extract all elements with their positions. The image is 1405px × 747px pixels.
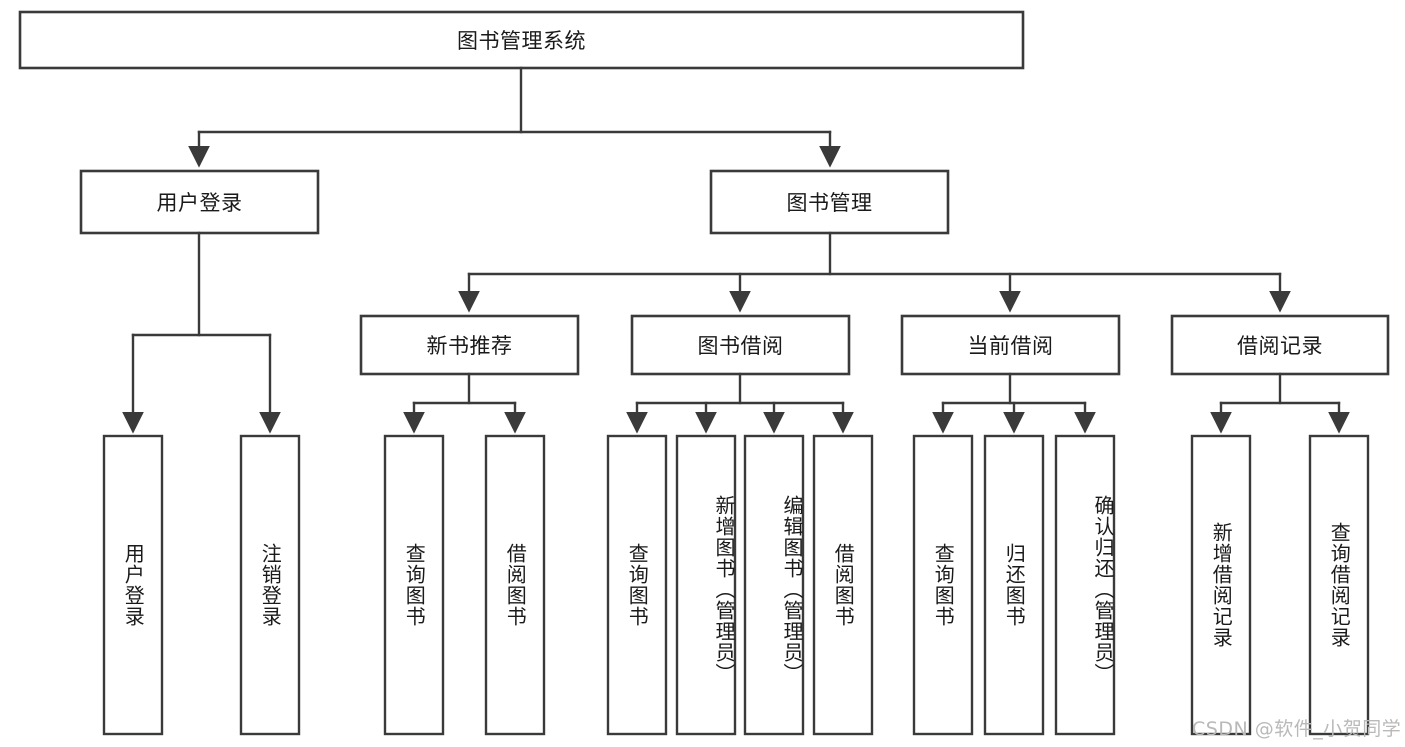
node-box-book-borrow[interactable]: [630, 314, 851, 376]
node-box-leaf-add-borrow-record[interactable]: [1190, 434, 1252, 736]
node-box-leaf-query-book-rec[interactable]: [383, 434, 445, 736]
node-box-leaf-user-logout[interactable]: [239, 434, 301, 736]
node-box-leaf-borrow-book[interactable]: [812, 434, 874, 736]
node-box-borrow-record[interactable]: [1170, 314, 1390, 376]
node-box-leaf-query-book-current[interactable]: [912, 434, 974, 736]
node-box-new-book-recommend[interactable]: [359, 314, 580, 376]
node-box-leaf-borrow-book-rec[interactable]: [484, 434, 546, 736]
node-box-book-manage[interactable]: [709, 169, 950, 235]
node-box-leaf-add-book-admin[interactable]: [675, 434, 737, 736]
node-box-leaf-edit-book-admin[interactable]: [743, 434, 805, 736]
node-box-leaf-query-book-borrow[interactable]: [606, 434, 668, 736]
node-box-leaf-user-login[interactable]: [102, 434, 164, 736]
node-box-leaf-return-book[interactable]: [983, 434, 1045, 736]
node-box-user-login[interactable]: [79, 169, 320, 235]
node-box-root[interactable]: [18, 10, 1025, 70]
node-box-leaf-query-borrow-record[interactable]: [1308, 434, 1370, 736]
node-box-leaf-confirm-return-admin[interactable]: [1054, 434, 1116, 736]
node-box-current-borrow[interactable]: [900, 314, 1121, 376]
